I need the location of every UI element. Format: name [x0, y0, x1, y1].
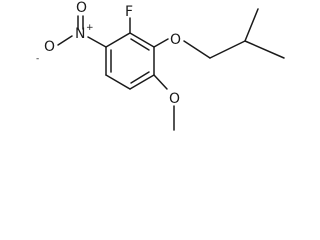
- bond-ch-methyl-up: [244, 8, 259, 42]
- bond-nitrogen-oxygen-single: [57, 35, 73, 46]
- nitro-oxygen-double-label: O: [76, 0, 87, 16]
- nitro-oxygen-minus-label: O: [44, 39, 55, 55]
- benzene-ring: [105, 32, 155, 90]
- ring-bond-c1-c2: [105, 32, 131, 48]
- fluorine-label: F: [125, 4, 133, 20]
- bond-c1-nitrogen: [87, 36, 107, 48]
- bond-c4-methoxy-oxygen: [153, 74, 168, 90]
- methoxy-oxygen-label: O: [169, 91, 180, 107]
- bond-ether-oxygen-ch2: [183, 40, 211, 59]
- nitrogen-plus-charge: +: [86, 23, 94, 33]
- ring-double-bond-c4-c5: [130, 71, 150, 84]
- bond-ch2-ch: [209, 40, 246, 59]
- bond-c3-ether-oxygen: [153, 38, 169, 48]
- ether-oxygen-label: O: [170, 32, 181, 48]
- oxygen-minus-charge: -: [36, 54, 39, 64]
- chemical-structure-diagram: F O N + O - O O: [36, 0, 285, 131]
- ring-double-bond-c2-c3: [130, 38, 150, 51]
- ring-bond-c5-c6: [105, 74, 131, 90]
- ring-bond-c4-c5: [129, 74, 155, 90]
- bond-ch-methyl-right: [244, 40, 285, 59]
- ring-bond-c2-c3: [129, 32, 155, 48]
- nitro-nitrogen-label: N: [75, 26, 85, 42]
